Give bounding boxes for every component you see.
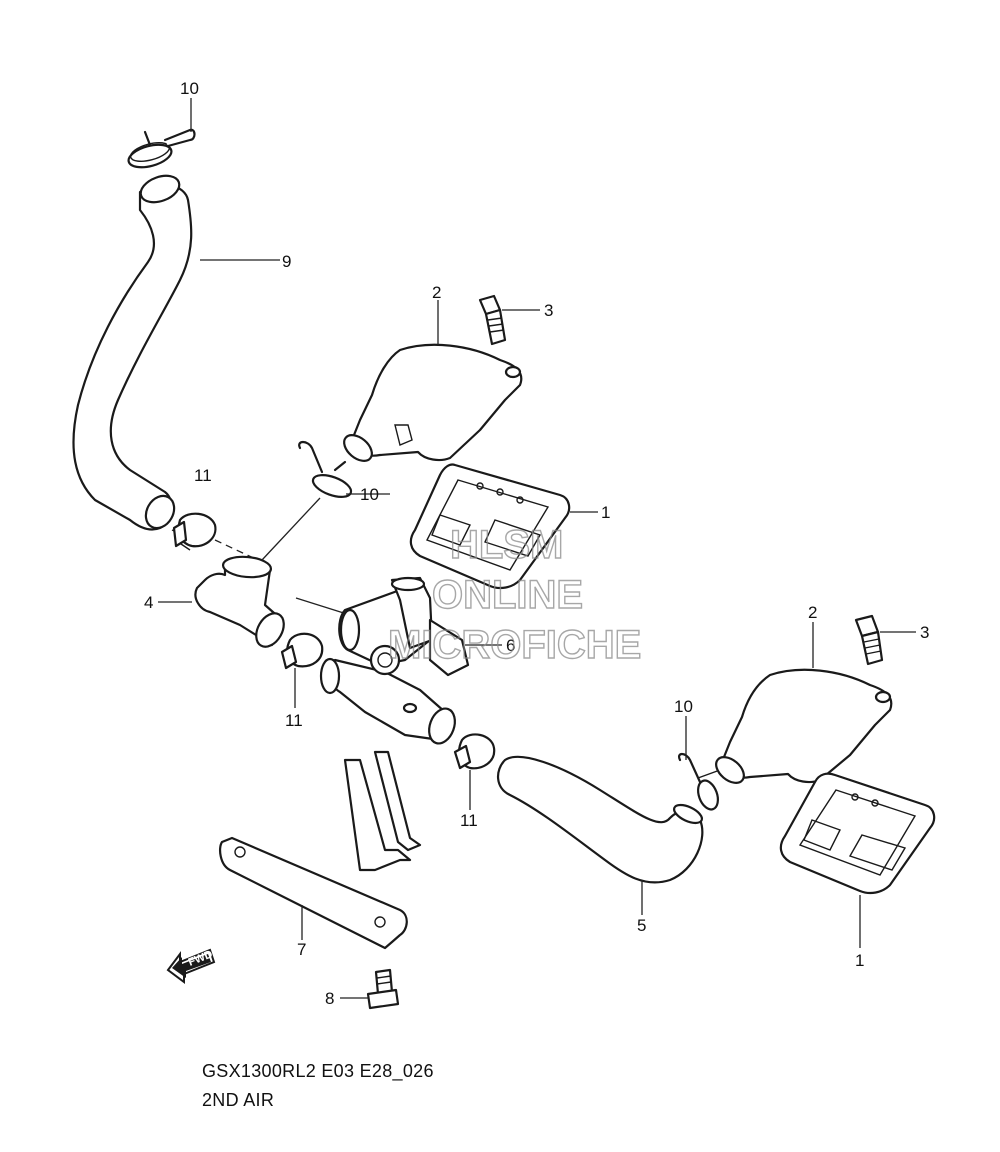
clamp-part-11-lower[interactable]: [453, 733, 496, 770]
bolt-part-8[interactable]: [366, 968, 400, 1010]
diagram-code: GSX1300RL2 E03 E28_026: [202, 1061, 434, 1082]
clip-part-10-right[interactable]: [678, 752, 722, 812]
bolt-part-3-upper[interactable]: [478, 294, 507, 346]
callout-1-upper: 1: [601, 503, 610, 522]
callout-3-upper: 3: [544, 301, 553, 320]
clip-part-10-top[interactable]: [126, 128, 196, 172]
watermark-line-2: ONLINE: [432, 573, 583, 617]
watermark-line-3: MICROFICHE: [388, 623, 641, 667]
diagram-title: 2ND AIR: [202, 1090, 274, 1110]
clamp-part-11-middle[interactable]: [280, 632, 324, 670]
callout-10-middle: 10: [360, 485, 379, 504]
watermark-line-1: HLSM: [450, 523, 563, 567]
cover-part-2-right[interactable]: [711, 668, 893, 788]
clip-part-10-middle[interactable]: [298, 440, 354, 501]
callout-1-right: 1: [855, 951, 864, 970]
bolt-part-3-right[interactable]: [854, 614, 884, 666]
callout-10-right: 10: [674, 697, 693, 716]
callout-11-middle: 11: [285, 711, 303, 730]
gasket-part-1-upper[interactable]: [409, 463, 571, 590]
callout-2-right: 2: [808, 603, 817, 622]
gasket-part-1-right[interactable]: [779, 772, 936, 895]
callout-2-upper: 2: [432, 283, 441, 302]
bracket-part-7[interactable]: [219, 750, 422, 950]
callout-4: 4: [144, 593, 153, 612]
hose-part-5[interactable]: [497, 755, 705, 884]
callout-11-left: 11: [194, 466, 212, 485]
pipe-part-4[interactable]: [194, 555, 289, 652]
callout-6: 6: [506, 636, 515, 655]
cover-part-2-upper[interactable]: [339, 343, 523, 466]
callout-3-right: 3: [920, 623, 929, 642]
callout-10-top: 10: [180, 79, 199, 98]
callout-5: 5: [637, 916, 646, 935]
valve-part-6[interactable]: [319, 576, 470, 747]
hose-part-9[interactable]: [72, 171, 193, 533]
callout-8: 8: [325, 989, 334, 1008]
fwd-arrow-icon: FWD: [166, 948, 216, 984]
callout-7: 7: [297, 940, 306, 959]
callout-9: 9: [282, 252, 291, 271]
callout-11-lower: 11: [460, 811, 478, 830]
clamp-part-11-left[interactable]: [171, 512, 217, 551]
